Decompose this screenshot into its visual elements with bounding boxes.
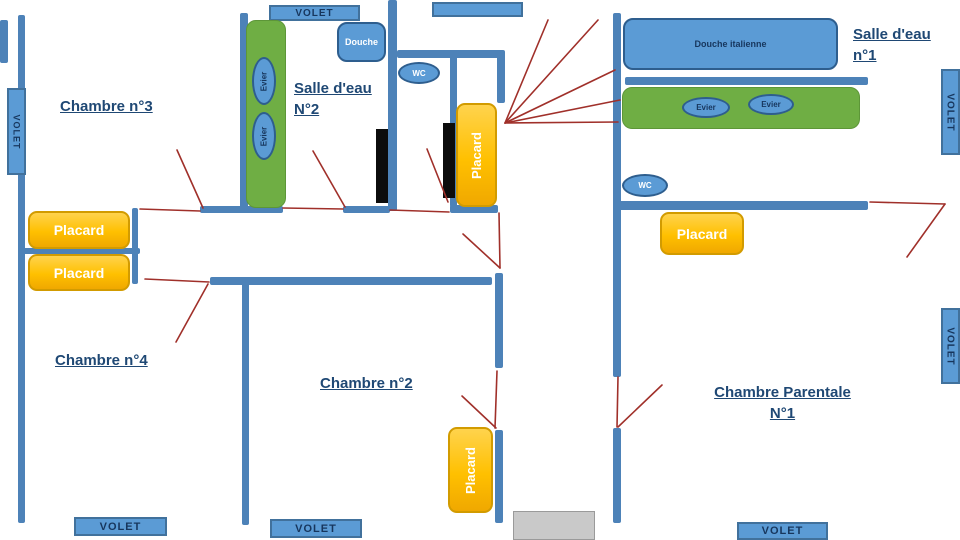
wall-douche-italienne-bottom <box>625 77 868 85</box>
door-swing-line <box>616 376 619 428</box>
shutter-right-1: VOLET <box>941 69 960 155</box>
shutter-bottom-2: VOLET <box>270 519 362 538</box>
wall-corridor-bottom <box>210 277 492 285</box>
shutter-label: VOLET <box>99 520 142 533</box>
room-label-chambre3: Chambre n°3 <box>60 98 153 115</box>
shutter-bottom-3: VOLET <box>737 522 828 540</box>
sink-label: Evier <box>696 103 716 112</box>
sink-label: Evier <box>761 100 781 109</box>
closet-label: Placard <box>469 131 485 179</box>
sink-counter-horizontal <box>622 87 860 129</box>
wall-left-edge <box>0 20 8 63</box>
door-swing-line <box>504 121 619 124</box>
shutter-bottom-1: VOLET <box>74 517 167 536</box>
wall-center-lower <box>613 428 621 523</box>
wc-ellipse: WC <box>622 174 668 197</box>
wall-salle2-right <box>388 0 397 211</box>
door-swing-line <box>498 212 501 269</box>
wall-ch4-ch2 <box>242 283 249 525</box>
closet-box: Placard <box>660 212 744 255</box>
wall-wc-top <box>397 50 503 58</box>
door-swing-line <box>312 150 346 208</box>
wall-left <box>18 15 25 523</box>
room-label-salle-eau-1: Salle d'eau n°1 <box>853 26 931 64</box>
wall-center-upper <box>613 13 621 377</box>
wall-ch3-salle2 <box>240 13 248 210</box>
wall-corridor-top-2 <box>343 206 390 213</box>
door-swing-line <box>462 233 501 269</box>
shutter-top: VOLET <box>269 5 360 21</box>
walk-in-shower-box: Douche italienne <box>623 18 838 70</box>
wall-corridor-top-3 <box>450 205 498 213</box>
closet-label: Placard <box>53 222 105 238</box>
door-swing-line <box>461 395 497 429</box>
wall-ch2-right-lower <box>495 430 503 523</box>
sink-label: Evier <box>259 126 269 146</box>
sink-ellipse: Evier <box>682 97 730 118</box>
shutter-label: VOLET <box>295 7 334 19</box>
closet-box: Placard <box>28 211 130 249</box>
wall-placard-stub <box>132 208 138 284</box>
shutter-label: VOLET <box>11 113 22 150</box>
door-swing-line <box>617 384 663 428</box>
closet-label: Placard <box>463 446 479 494</box>
closet-label: Placard <box>53 264 105 281</box>
door-panel <box>443 123 455 198</box>
shutter-label: VOLET <box>945 92 956 132</box>
door-swing-line <box>504 19 549 124</box>
shower-label: Douche <box>344 37 378 47</box>
wc-label: WC <box>412 68 426 78</box>
wall-placard-divider <box>18 248 140 254</box>
sink-ellipse: Evier <box>748 94 794 115</box>
gray-box <box>513 511 595 540</box>
walk-in-shower-label: Douche italienne <box>694 39 767 49</box>
door-swing-line <box>144 278 210 283</box>
sink-label: Evier <box>259 71 269 91</box>
wall-ch2-right-upper <box>495 273 503 368</box>
shutter-label: VOLET <box>761 525 804 537</box>
room-label-chambre2: Chambre n°2 <box>320 375 413 392</box>
room-label-chambre-parentale: Chambre Parentale N°1 <box>714 384 851 422</box>
closet-label: Placard <box>676 225 728 242</box>
wall-wc-right <box>497 50 505 103</box>
shutter-right-2: VOLET <box>941 308 960 384</box>
shutter-label: VOLET <box>945 326 956 366</box>
sink-ellipse: Evier <box>252 112 276 160</box>
shutter-left: VOLET <box>7 88 26 175</box>
closet-box: Placard <box>456 103 497 207</box>
door-swing-line <box>139 208 201 212</box>
closet-box: Placard <box>28 254 130 291</box>
wc-ellipse: WC <box>398 62 440 84</box>
room-label-salle-eau-2: Salle d'eau N°2 <box>294 80 372 118</box>
door-swing-line <box>494 370 498 429</box>
door-swing-line <box>869 201 946 205</box>
door-swing-line <box>504 99 621 124</box>
shower-box: Douche <box>337 22 386 62</box>
wall-parentale-top <box>617 201 868 210</box>
door-swing-line <box>906 203 946 258</box>
door-swing-line <box>389 209 450 213</box>
door-swing-line <box>176 149 204 209</box>
door-swing-line <box>282 207 344 210</box>
wall-corridor-top-1 <box>200 206 283 213</box>
door-panel <box>376 129 388 203</box>
wall-top-segment <box>432 2 523 17</box>
sink-ellipse: Evier <box>252 57 276 105</box>
shutter-label: VOLET <box>295 522 337 535</box>
closet-box: Placard <box>448 427 493 513</box>
wc-label: WC <box>638 181 652 190</box>
door-swing-line <box>504 19 599 124</box>
door-swing-line <box>504 69 616 124</box>
door-swing-line <box>175 283 209 343</box>
room-label-chambre4: Chambre n°4 <box>55 352 148 369</box>
